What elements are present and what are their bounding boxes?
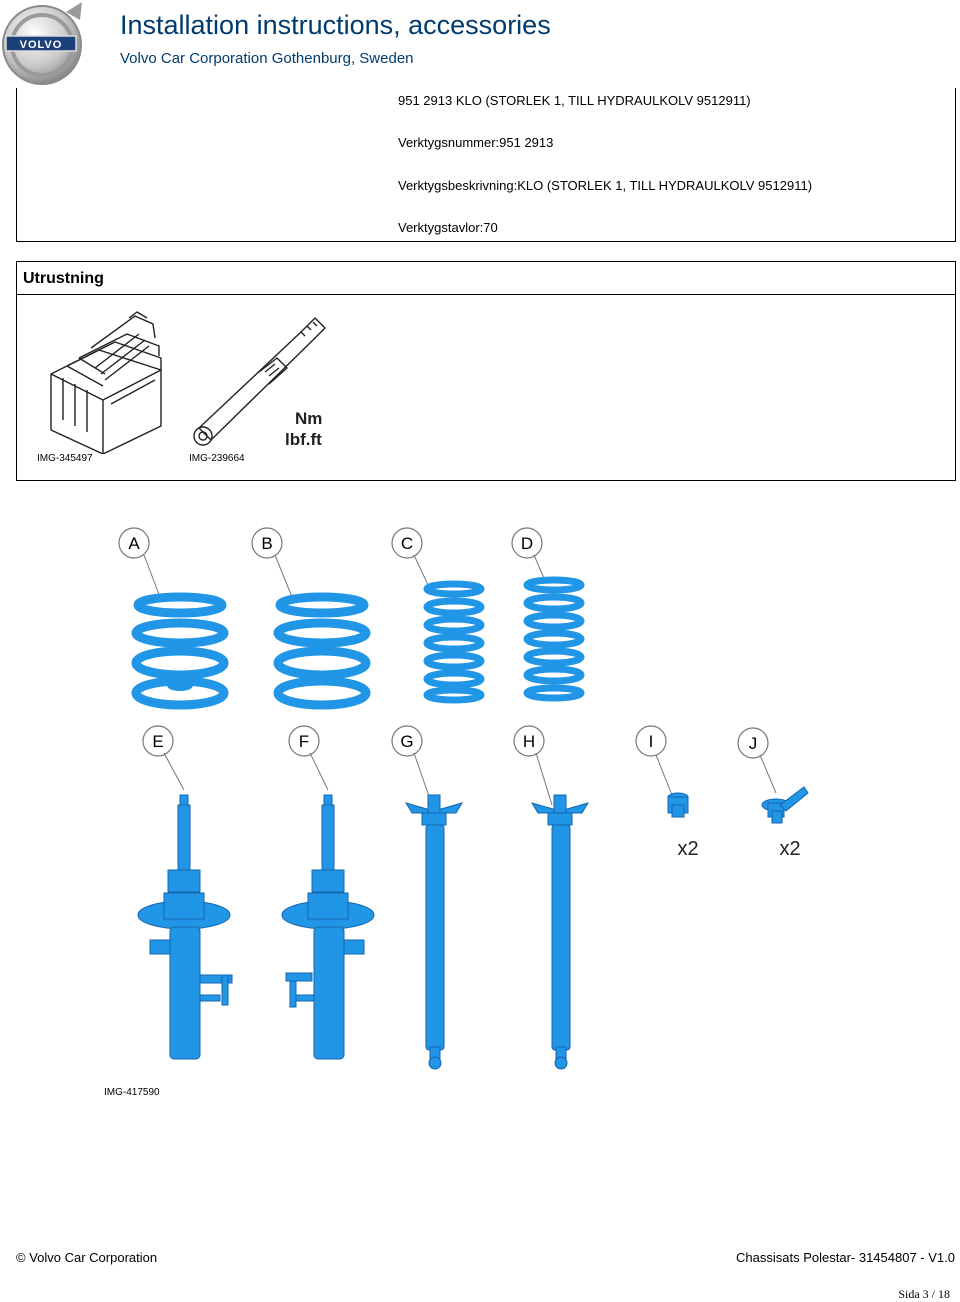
tool-board: Verktygstavlor:70 xyxy=(398,220,498,235)
svg-text:H: H xyxy=(523,732,535,751)
figure-caption: IMG-417590 xyxy=(104,1087,160,1098)
label-j: J xyxy=(737,727,777,794)
svg-text:B: B xyxy=(261,534,272,553)
equipment-table: Utrustning Nm lbf.ft IMG-3454 xyxy=(16,261,956,481)
quantity-label: x2 xyxy=(677,838,698,860)
label-f: F xyxy=(288,725,329,791)
svg-text:G: G xyxy=(400,732,413,751)
unit-label-nm: Nm xyxy=(295,409,322,428)
label-e: E xyxy=(142,725,185,791)
page-number: Sida 3 / 18 xyxy=(898,1287,950,1301)
svg-text:I: I xyxy=(649,732,654,751)
volvo-logo: VOLVO xyxy=(2,2,82,85)
label-g: G xyxy=(391,725,433,806)
tool-name: 951 2913 KLO (STORLEK 1, TILL HYDRAULKOL… xyxy=(398,93,751,108)
coil-spring-b xyxy=(273,592,371,710)
label-b: B xyxy=(251,527,293,598)
tool-description: Verktygsbeskrivning:KLO (STORLEK 1, TILL… xyxy=(398,178,813,193)
footer-document-id: Chassisats Polestar- 31454807 - V1.0 xyxy=(736,1250,955,1265)
parts-figure: A B C D E F G xyxy=(118,527,809,1070)
label-a: A xyxy=(118,527,161,598)
footer-copyright: © Volvo Car Corporation xyxy=(16,1250,158,1265)
svg-text:D: D xyxy=(521,534,533,553)
tool-number: Verktygsnummer:951 2913 xyxy=(398,135,554,150)
image-caption: IMG-239664 xyxy=(189,453,245,464)
equipment-heading: Utrustning xyxy=(17,262,955,295)
document-subtitle: Volvo Car Corporation Gothenburg, Sweden xyxy=(120,50,414,67)
label-d: D xyxy=(511,527,547,584)
logo-text: VOLVO xyxy=(20,39,63,51)
rear-shock-g xyxy=(404,794,464,1070)
image-caption: IMG-345497 xyxy=(37,453,93,464)
label-c: C xyxy=(391,527,429,586)
coil-spring-d xyxy=(523,576,585,702)
coil-spring-c xyxy=(423,580,485,704)
front-strut-e xyxy=(137,794,233,1060)
tool-table: 951 2913 KLO (STORLEK 1, TILL HYDRAULKOL… xyxy=(16,88,956,242)
coil-spring-a xyxy=(131,592,229,710)
svg-text:A: A xyxy=(128,534,140,553)
unit-label-lbfft: lbf.ft xyxy=(285,430,322,449)
rear-shock-h xyxy=(530,794,590,1070)
front-strut-f xyxy=(281,794,375,1060)
svg-text:J: J xyxy=(749,734,758,753)
nut-i xyxy=(667,792,689,818)
label-h: H xyxy=(513,725,553,806)
label-i: I xyxy=(635,725,673,796)
svg-text:C: C xyxy=(401,534,413,553)
svg-text:E: E xyxy=(152,732,163,751)
toolbox-icon xyxy=(50,311,162,454)
document-title: Installation instructions, accessories xyxy=(120,10,551,40)
quantity-label: x2 xyxy=(779,838,800,860)
bolt-j xyxy=(761,786,809,824)
torque-wrench-icon: Nm lbf.ft xyxy=(193,317,326,449)
svg-text:F: F xyxy=(299,732,309,751)
